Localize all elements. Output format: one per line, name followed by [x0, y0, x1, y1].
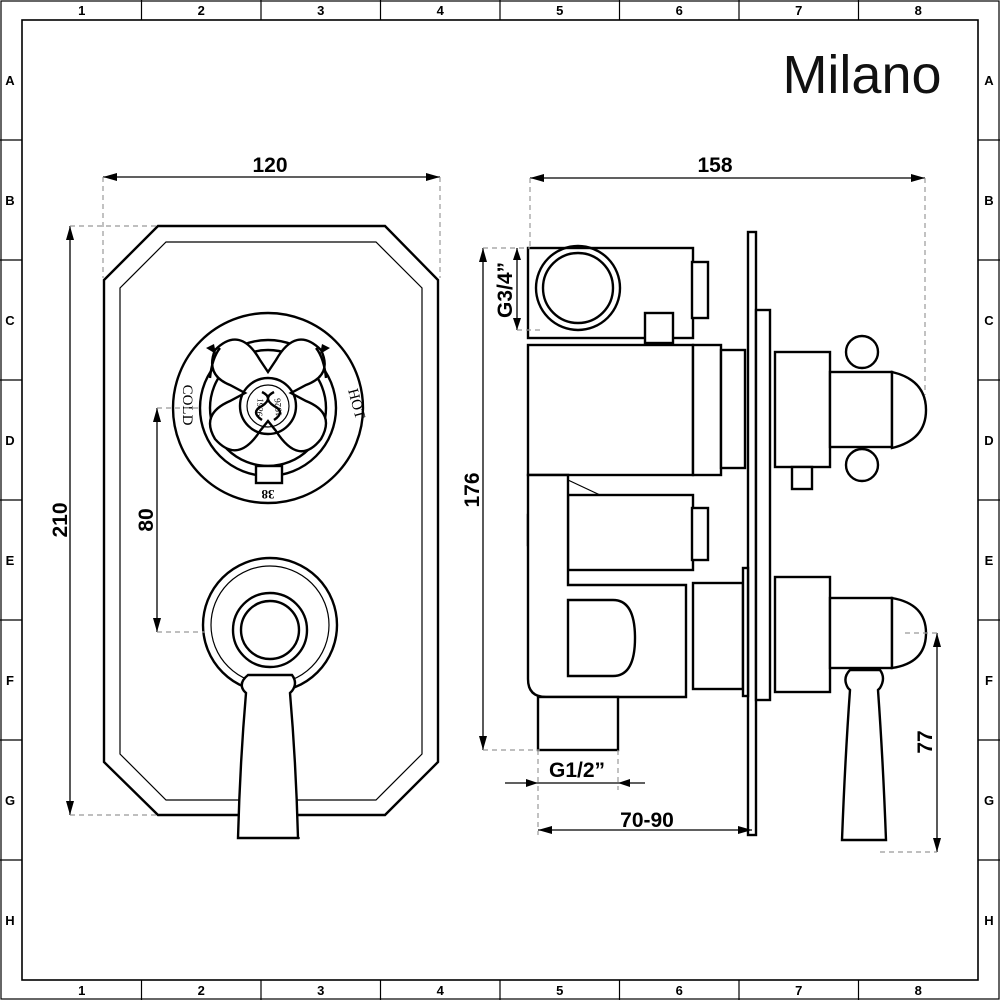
grid-row-label: H: [5, 913, 14, 928]
dimension-outlet-thread: G1/2”: [549, 759, 605, 782]
temperature-marking: 38: [261, 487, 275, 502]
faceplate-outline: [102, 224, 440, 817]
grid-column-label: 2: [198, 983, 205, 998]
dimension-depth-158: 158: [697, 154, 732, 177]
grid-row-label: G: [984, 793, 994, 808]
year-marking-left: 1926: [254, 398, 266, 417]
grid-row-label: B: [984, 193, 993, 208]
grid-row-label: B: [5, 193, 14, 208]
dimension-spacing-80: 80: [135, 508, 158, 531]
grid-column-label: 5: [556, 3, 563, 18]
year-marking-right: 1926: [272, 397, 284, 416]
dimension-height-176: 176: [461, 472, 484, 507]
grid-row-label: C: [984, 313, 994, 328]
grid-column-label: 7: [795, 3, 802, 18]
grid-column-label: 7: [795, 983, 802, 998]
grid-column-label: 5: [556, 983, 563, 998]
hot-marking: HOT: [344, 387, 367, 421]
grid-row-label: D: [984, 433, 993, 448]
grid-row-label: F: [6, 673, 14, 688]
grid-row-label: D: [5, 433, 14, 448]
grid-column-label: 1: [78, 983, 85, 998]
dimension-lever-77: 77: [914, 730, 937, 753]
grid-column-label: 2: [198, 3, 205, 18]
diverter-handle: [201, 556, 339, 840]
grid-column-label: 6: [676, 983, 683, 998]
front-view: COLD HOT 1926 1926 38 120 210: [49, 154, 441, 840]
grid-row-label: A: [984, 73, 994, 88]
grid-column-label: 8: [915, 3, 922, 18]
milano-logo: Milano: [782, 45, 941, 105]
grid-column-label: 8: [915, 983, 922, 998]
grid-row-label: E: [6, 553, 15, 568]
side-view: 158 176 G3/4” G1/2” 70-90 77: [461, 154, 941, 853]
grid-row-label: H: [984, 913, 993, 928]
grid-row-label: C: [5, 313, 15, 328]
grid-column-label: 1: [78, 3, 85, 18]
grid-column-label: 6: [676, 3, 683, 18]
dimension-inlet-thread: G3/4”: [494, 262, 517, 318]
grid-column-label: 4: [437, 3, 445, 18]
dimension-width-120: 120: [252, 154, 287, 177]
cold-marking: COLD: [179, 385, 195, 426]
thermostatic-handle: COLD HOT 1926 1926 38: [171, 311, 368, 505]
grid-column-label: 4: [437, 983, 445, 998]
grid-row-label: A: [5, 73, 15, 88]
grid-column-label: 3: [317, 3, 324, 18]
front-dimensions: 120 210 80: [49, 154, 441, 816]
dimension-height-210: 210: [49, 502, 72, 537]
side-dimensions: 158 176 G3/4” G1/2” 70-90 77: [461, 154, 941, 853]
grid-row-label: E: [985, 553, 994, 568]
faceplate-inner-edge: [119, 241, 423, 801]
grid-column-label: 3: [317, 983, 324, 998]
dimension-wall-depth: 70-90: [620, 809, 674, 832]
grid-row-label: F: [985, 673, 993, 688]
grid-row-label: G: [5, 793, 15, 808]
